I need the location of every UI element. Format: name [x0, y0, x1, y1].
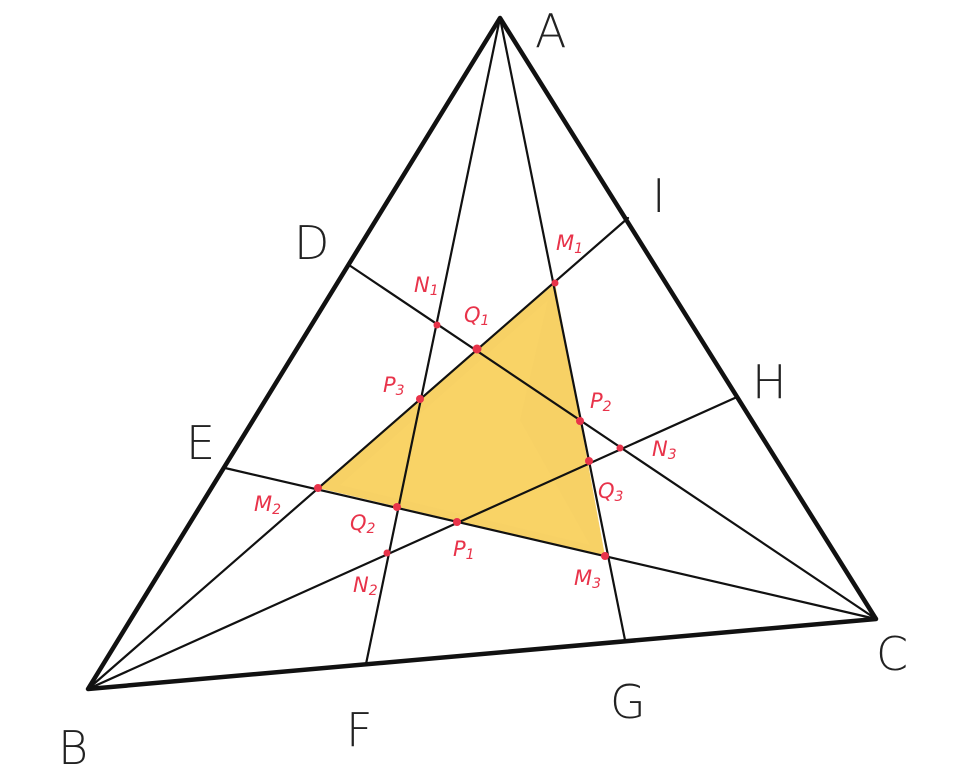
label-Q1: Q1	[464, 303, 489, 329]
label-M2: M2	[254, 492, 281, 518]
side-label-H: H	[752, 355, 787, 409]
point-P2	[576, 417, 584, 425]
point-M2	[314, 484, 322, 492]
label-Q3: Q3	[598, 479, 623, 505]
side-label-E: E	[186, 416, 215, 470]
point-M1	[551, 279, 559, 287]
label-N2: N2	[353, 573, 378, 599]
point-M3	[601, 552, 609, 560]
label-P2: P2	[590, 389, 612, 415]
line-A-G	[498, 16, 627, 642]
side-label-D: D	[294, 216, 329, 270]
point-P1	[453, 518, 461, 526]
line-A-F	[364, 16, 502, 666]
label-Q2: Q2	[350, 511, 376, 537]
point-Q3	[585, 457, 593, 465]
vertex-label-A: A	[535, 4, 566, 58]
side-label-F: F	[346, 703, 372, 757]
label-M3: M3	[574, 566, 601, 592]
vertex-label-C: C	[876, 627, 908, 681]
cevian-lines	[86, 16, 878, 691]
label-P1: P1	[453, 537, 475, 563]
point-N1	[433, 321, 441, 329]
point-Q2	[393, 503, 401, 511]
point-N2	[383, 549, 391, 557]
side-label-I: I	[652, 169, 666, 223]
point-N3	[616, 444, 624, 452]
label-M1: M1	[556, 231, 583, 257]
label-N3: N3	[652, 437, 677, 463]
vertex-label-B: B	[58, 721, 88, 775]
intersection-points	[314, 279, 624, 560]
triangle-ABC	[85, 15, 879, 692]
line-B-I	[86, 216, 630, 691]
point-P3	[416, 395, 424, 403]
line-C-E	[223, 466, 878, 621]
label-P3: P3	[383, 373, 405, 399]
side-label-G: G	[610, 675, 646, 729]
point-Q1	[472, 344, 482, 354]
line-B-H	[86, 395, 739, 691]
label-N1: N1	[414, 273, 439, 299]
